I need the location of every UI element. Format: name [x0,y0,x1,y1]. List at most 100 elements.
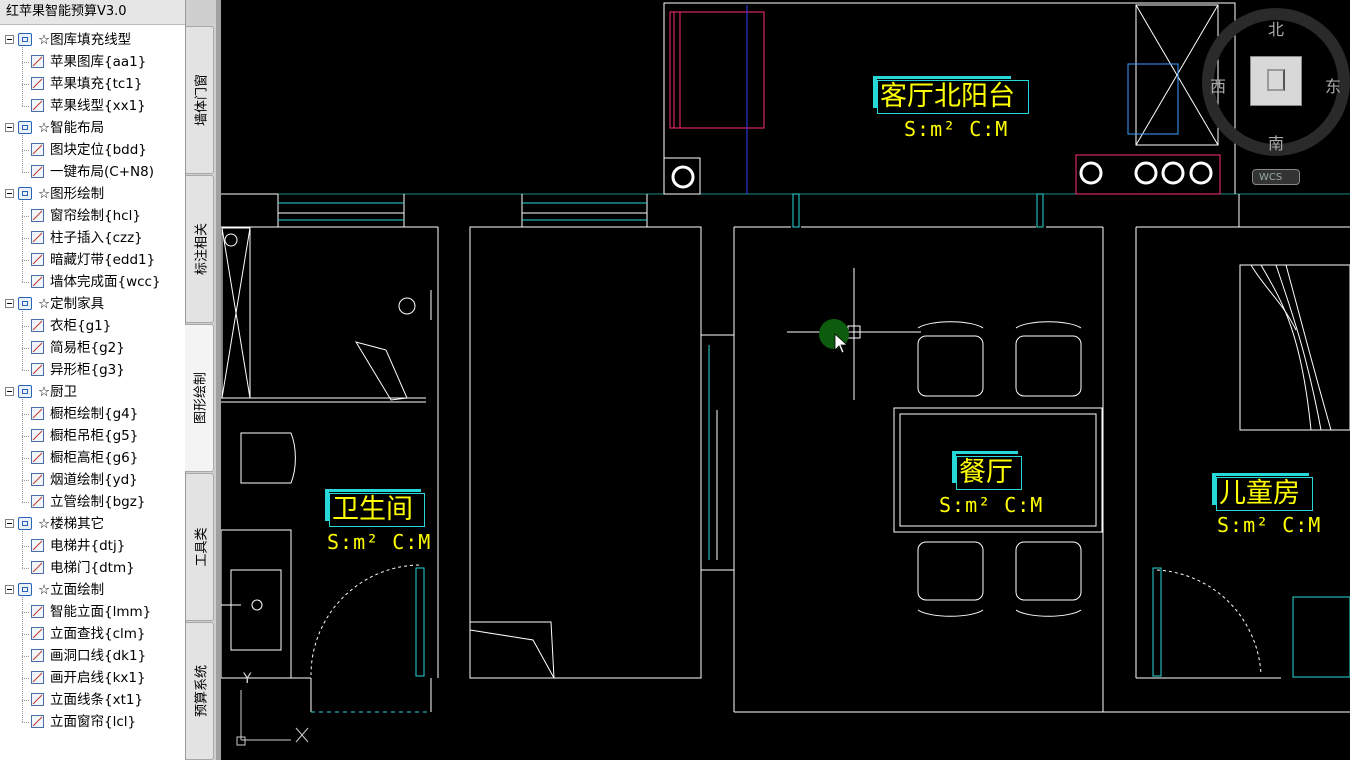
room-tag-bar [952,451,1018,454]
tree-item[interactable]: 暗藏灯带{edd1} [0,249,185,271]
collapse-toggle-icon[interactable] [5,299,14,308]
tree-item[interactable]: 异形柜{g3} [0,359,185,381]
tree-item[interactable]: 图块定位{bdd} [0,139,185,161]
room-label-box [877,80,1029,114]
collapse-toggle-icon[interactable] [5,35,14,44]
tree-item[interactable]: 苹果填充{tc1} [0,73,185,95]
tree-item[interactable]: 窗帘绘制{hcl} [0,205,185,227]
tree-connector [22,84,29,85]
tree-connector [22,238,29,239]
tree-category[interactable]: ☆智能布局 [0,117,185,139]
room-tag-bar [325,489,421,492]
tree-item-label: 电梯井{dtj} [50,538,126,554]
smart-elevation-icon [30,604,45,619]
tab-wall-doors-windows[interactable]: 墙体门窗 [186,26,214,174]
tab-graphic-drawing[interactable]: 图形绘制 [185,324,214,472]
drawing-canvas[interactable]: 客厅北阳台 S:m² C:M 餐厅 S:m² C:M 卫生间 S:m² C:M … [221,0,1350,760]
tree-connector [22,201,23,282]
compass-south[interactable]: 南 [1268,134,1285,153]
collapse-toggle-icon[interactable] [5,387,14,396]
tree-category[interactable]: ☆厨卫 [0,381,185,403]
tree-item[interactable]: 画洞口线{dk1} [0,645,185,667]
tree-item[interactable]: 画开启线{kx1} [0,667,185,689]
palette-tab-strip: 墙体门窗 标注相关 图形绘制 工具类 预算系统 [185,0,216,760]
floor-plan-drawing [221,2,1350,746]
tree-item-label: 一键布局(C+N8) [50,164,154,180]
tree-item[interactable]: 烟道绘制{yd} [0,469,185,491]
compass-west[interactable]: 西 [1210,77,1227,96]
tree-item[interactable]: 立面查找{clm} [0,623,185,645]
room-tag-bar [873,76,1011,79]
swing-line-icon [30,670,45,685]
tree-connector [22,656,29,657]
tree-item[interactable]: 橱柜吊柜{g5} [0,425,185,447]
tree-item[interactable]: 橱柜绘制{g4} [0,403,185,425]
tree-item[interactable]: 苹果图库{aa1} [0,51,185,73]
tree-item-label: 画洞口线{dk1} [50,648,147,664]
tree-item[interactable]: 橱柜高柜{g6} [0,447,185,469]
cabinet-draw-icon [30,406,45,421]
tree-item[interactable]: 一键布局(C+N8) [0,161,185,183]
collapse-toggle-icon[interactable] [5,585,14,594]
viewcube-top-face[interactable] [1250,56,1302,106]
folder-icon [18,33,32,46]
tree-category[interactable]: ☆图形绘制 [0,183,185,205]
shaped-cabinet-icon [30,362,45,377]
tree-category[interactable]: ☆立面绘制 [0,579,185,601]
tree-connector [22,458,29,459]
tab-tools[interactable]: 工具类 [186,473,214,621]
tree-item[interactable]: 电梯井{dtj} [0,535,185,557]
compass-east[interactable]: 东 [1325,77,1342,96]
tree-category[interactable]: ☆楼梯其它 [0,513,185,535]
tab-budget-system[interactable]: 预算系统 [186,622,214,760]
tab-label: 墙体门窗 [194,73,209,127]
tree-item[interactable]: 立面线条{xt1} [0,689,185,711]
tree-item-label: 窗帘绘制{hcl} [50,208,141,224]
curtain-draw-icon [30,208,45,223]
tree-item-label: 苹果填充{tc1} [50,76,143,92]
room-name-balcony: 客厅北阳台 [880,81,1015,112]
tree-item[interactable]: 智能立面{lmm} [0,601,185,623]
tree-connector [22,47,23,106]
tree-item[interactable]: 墙体完成面{wcc} [0,271,185,293]
tree-connector [22,436,29,437]
tab-label: 工具类 [194,527,209,567]
tree-category-label: ☆定制家具 [38,296,105,312]
collapse-toggle-icon[interactable] [5,189,14,198]
flue-icon [30,472,45,487]
panel-splitter[interactable] [216,0,221,760]
tree-item[interactable]: 柱子插入{czz} [0,227,185,249]
tree-item-label: 暗藏灯带{edd1} [50,252,156,268]
tree-item-label: 智能立面{lmm} [50,604,152,620]
elevator-door-icon [30,560,45,575]
tree-item[interactable]: 立面窗帘{lcl} [0,711,185,733]
tree-item[interactable]: 简易柜{g2} [0,337,185,359]
room-name-dining: 餐厅 [959,457,1013,488]
room-area-kids-room: S:m² C:M [1217,513,1322,537]
room-name-bathroom: 卫生间 [332,494,413,525]
opening-line-icon [30,648,45,663]
tab-dimension[interactable]: 标注相关 [186,175,214,323]
tree-item[interactable]: 电梯门{dtm} [0,557,185,579]
tree-item[interactable]: 苹果线型{xx1} [0,95,185,117]
one-key-layout-icon [30,164,45,179]
elevator-shaft-icon [30,538,45,553]
tree-connector [22,414,29,415]
tree-connector [22,370,29,371]
collapse-toggle-icon[interactable] [5,519,14,528]
room-tag-bar [325,489,329,521]
tree-item[interactable]: 立管绘制{bgz} [0,491,185,513]
tree-connector [22,326,29,327]
tree-category-label: ☆图形绘制 [38,186,105,202]
tree-item[interactable]: 衣柜{g1} [0,315,185,337]
tree-category-label: ☆图库填充线型 [38,32,132,48]
wall-cabinet-icon [30,428,45,443]
tree-category-label: ☆楼梯其它 [38,516,105,532]
collapse-toggle-icon[interactable] [5,123,14,132]
tree-category[interactable]: ☆图库填充线型 [0,29,185,51]
folder-icon [18,583,32,596]
tree-connector [22,597,23,722]
wcs-dropdown[interactable]: WCS [1252,169,1300,185]
tree-category[interactable]: ☆定制家具 [0,293,185,315]
compass-north[interactable]: 北 [1268,20,1285,39]
